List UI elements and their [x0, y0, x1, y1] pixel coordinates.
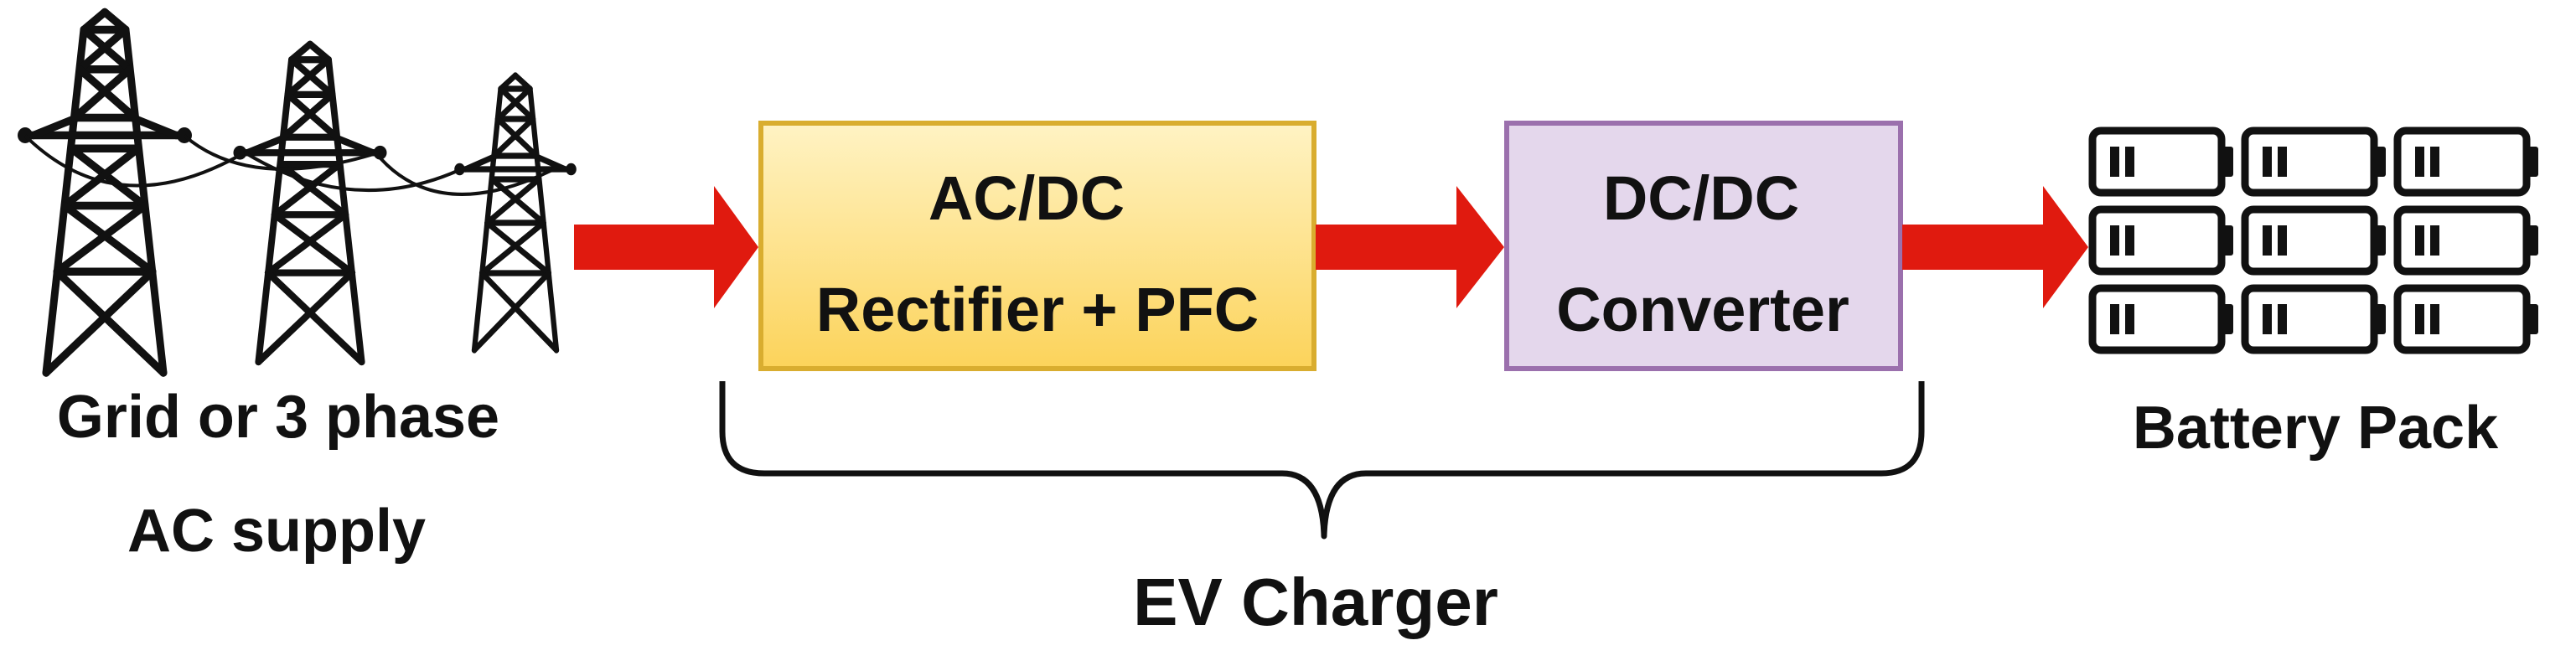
converter-block: DC/DC Converter: [1504, 121, 1903, 371]
power-lines: [23, 134, 553, 196]
battery-label: Battery Pack: [2133, 395, 2499, 462]
rectifier-title: AC/DC: [928, 163, 1125, 233]
charger-brace: [719, 381, 1925, 540]
converter-subtitle: Converter: [1556, 275, 1849, 344]
rectifier-subtitle: Rectifier + PFC: [816, 275, 1259, 344]
rectifier-block: AC/DC Rectifier + PFC: [758, 121, 1316, 371]
arrow-converter-to-battery: [1902, 186, 2088, 308]
arrow-supply-to-rectifier: [574, 186, 758, 308]
battery-cells-icon: [2092, 131, 2538, 350]
arrow-rectifier-to-converter: [1316, 186, 1504, 308]
source-label-line2: AC supply: [127, 498, 426, 565]
charger-label: EV Charger: [1133, 565, 1498, 639]
converter-title: DC/DC: [1603, 163, 1799, 233]
source-label-line1: Grid or 3 phase: [57, 384, 499, 451]
transmission-towers-icon: [18, 13, 577, 373]
